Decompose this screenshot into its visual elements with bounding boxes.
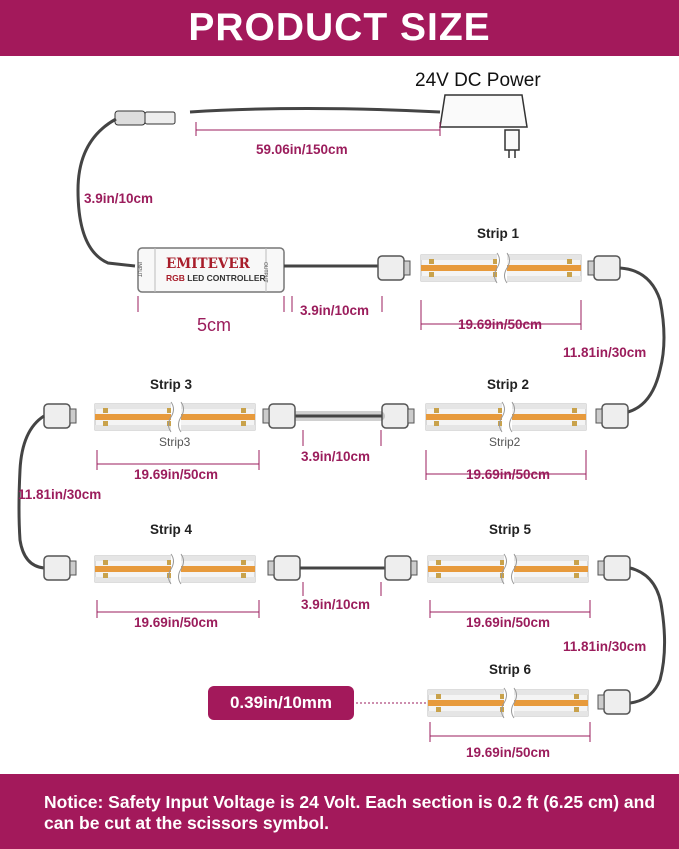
controller-lead-label: 3.9in/10cm (300, 303, 370, 318)
strip-2-out-connector (595, 403, 629, 429)
strip-1-out-connector (587, 255, 621, 281)
strip-2 (425, 401, 587, 433)
strip-6 (427, 687, 589, 719)
controller-brand: EMITEVER (166, 256, 250, 272)
strip-2-length: 19.69in/50cm (466, 467, 551, 482)
controller-output-text: OUTPUT (262, 262, 268, 283)
strip-4 (94, 553, 256, 585)
controller-dimension (137, 296, 285, 312)
cable-dimension (195, 122, 441, 136)
connection-5-6-label: 11.81in/30cm (563, 639, 647, 654)
controller-width-label: 5cm (197, 315, 232, 335)
strip-5 (427, 553, 589, 585)
power-adapter (439, 94, 528, 158)
strip-1-in-connector (377, 255, 411, 281)
connection-2-3-label: 3.9in/10cm (301, 449, 371, 464)
footer-banner: Notice: Safety Input Voltage is 24 Volt.… (0, 774, 679, 849)
connection-1-2-label: 11.81in/30cm (563, 345, 647, 360)
power-title: 24V DC Power (415, 70, 541, 91)
strip-2-caption: Strip2 (489, 435, 521, 449)
strip-1 (420, 252, 582, 284)
controller-name: RGB LED CONTROLLER (166, 273, 266, 283)
footer-notice: Notice: Safety Input Voltage is 24 Volt.… (44, 792, 656, 833)
connection-3-4-label: 11.81in/30cm (18, 487, 102, 502)
strip-4-length: 19.69in/50cm (134, 615, 219, 630)
cable-length-label: 59.06in/150cm (256, 142, 348, 157)
strip-4-out-connector (267, 555, 301, 581)
strip-2-in-connector (381, 403, 415, 429)
strip-4-title: Strip 4 (150, 522, 193, 537)
strip-2-title: Strip 2 (487, 377, 530, 392)
strip-5-in-connector (384, 555, 418, 581)
strip-4-in-connector (43, 555, 77, 581)
controller-box (137, 247, 285, 293)
connection-4-5-label: 3.9in/10cm (301, 597, 371, 612)
dc-lead-length-label: 3.9in/10cm (84, 191, 154, 206)
cut-section-label: 0.39in/10mm (208, 686, 354, 720)
strip-3 (94, 401, 256, 433)
strip-5-out-connector (597, 555, 631, 581)
strip-5-length: 19.69in/50cm (466, 615, 551, 630)
strip-3-title: Strip 3 (150, 377, 193, 392)
strip-6-out-connector (597, 689, 631, 715)
controller-input-text: INPUT (136, 262, 142, 277)
strip-3-caption: Strip3 (159, 435, 191, 449)
strip-6-title: Strip 6 (489, 662, 532, 677)
strip-3-out-connector (43, 403, 77, 429)
strip-6-length: 19.69in/50cm (466, 745, 551, 760)
strip-3-length: 19.69in/50cm (134, 467, 219, 482)
power-cable (189, 107, 441, 114)
strip-1-title: Strip 1 (477, 226, 520, 241)
dc-plug (114, 110, 176, 126)
page-title: PRODUCT SIZE (188, 6, 491, 49)
dc-lead-cable (76, 117, 136, 268)
strip-3-in-connector (262, 403, 296, 429)
strip-1-length: 19.69in/50cm (458, 317, 543, 332)
header-banner: PRODUCT SIZE (0, 0, 679, 56)
strip-5-title: Strip 5 (489, 522, 532, 537)
